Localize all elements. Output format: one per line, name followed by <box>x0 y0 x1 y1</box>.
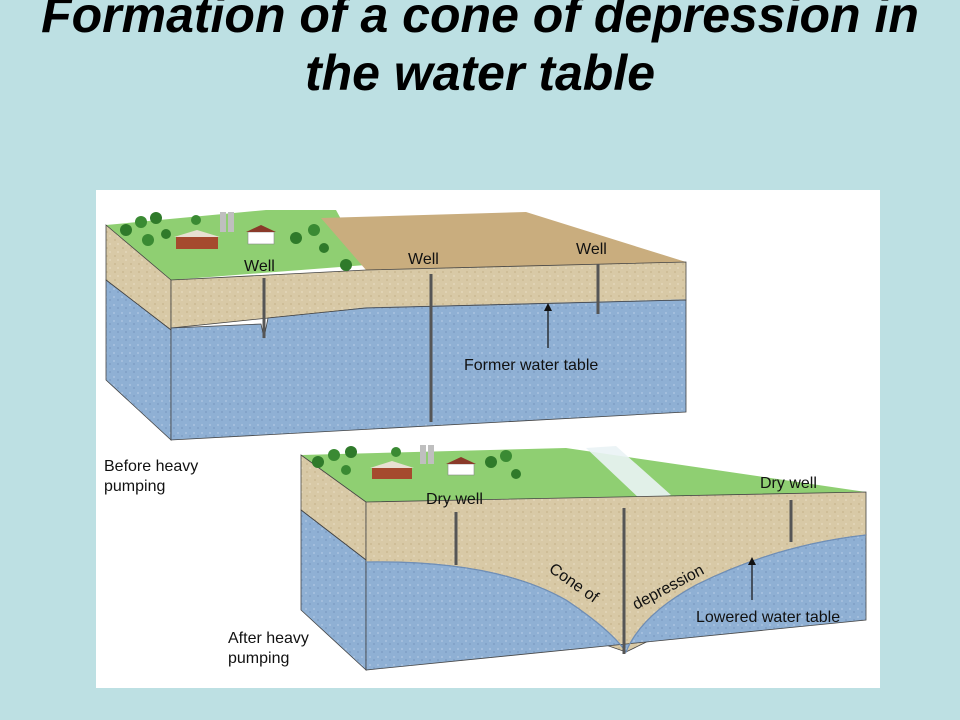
slide-title: Formation of a cone of depression in the… <box>41 0 919 101</box>
before-arrow-head <box>544 303 552 311</box>
after-farm <box>312 445 521 479</box>
before-well-label-1: Well <box>244 258 275 275</box>
after-grass-surface <box>301 448 866 502</box>
before-groundwater <box>170 299 687 441</box>
before-farm <box>120 212 352 271</box>
after-cone-line <box>365 534 867 654</box>
before-water-table-label: Former water table <box>464 357 598 374</box>
before-well-label-2: Well <box>408 251 439 268</box>
before-caption-line2: pumping <box>104 478 165 495</box>
before-well-label-3: Well <box>576 241 607 258</box>
after-dry-well-label-1: Dry well <box>426 491 483 508</box>
after-caption-line2: pumping <box>228 650 289 667</box>
after-arrow-head <box>748 557 756 565</box>
after-dry-well-label-2: Dry well <box>760 475 817 492</box>
after-caption-line1: After heavy <box>228 630 309 647</box>
diagram-figure: Well Well Well Former water table Before… <box>96 190 880 688</box>
before-caption-line1: Before heavy <box>104 458 198 475</box>
after-irrigation-spray <box>586 446 671 500</box>
before-dry-surface <box>321 212 686 270</box>
after-water-table-label: Lowered water table <box>696 609 840 626</box>
after-pumping-block: Dry well Dry well Cone of depression Low… <box>300 445 867 671</box>
before-grass-surface <box>106 210 366 280</box>
cone-of-depression-diagram: Well Well Well Former water table Before… <box>104 210 867 671</box>
before-pumping-block: Well Well Well Former water table <box>105 210 687 441</box>
